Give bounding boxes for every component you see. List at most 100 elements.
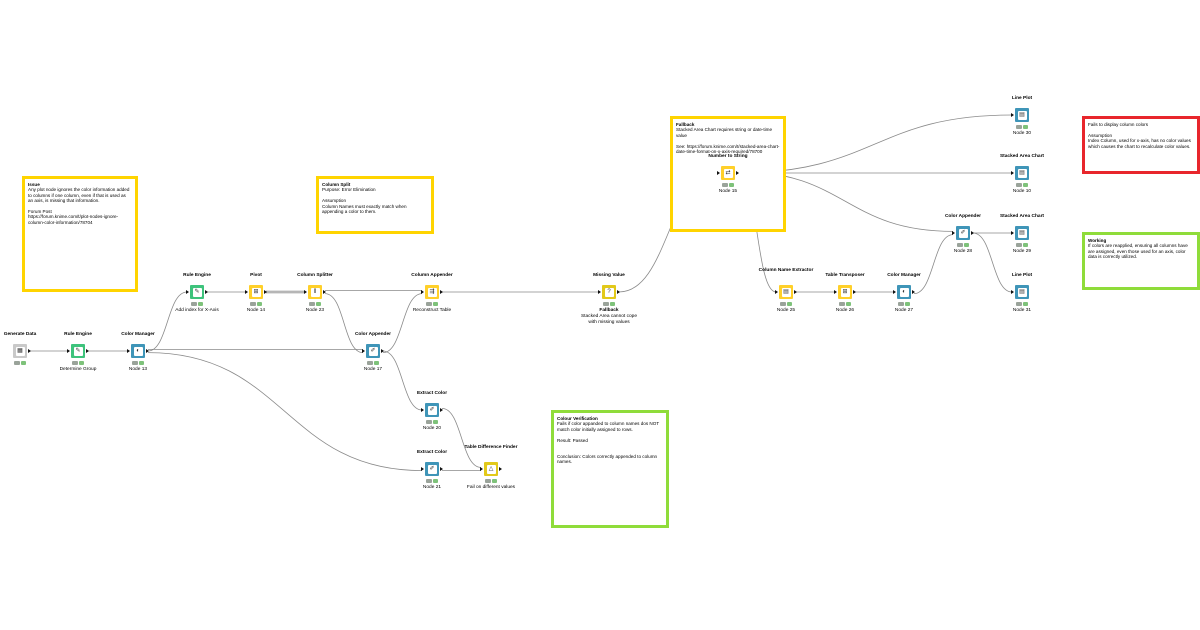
- input-port[interactable]: [67, 348, 70, 353]
- input-port[interactable]: [1011, 230, 1014, 235]
- connection-color-appender-28-to-line-plot-31[interactable]: [972, 232, 1013, 293]
- node-generate-data[interactable]: Generate Data▦: [0, 332, 50, 384]
- connection-color-manager-13-to-extract-color-21[interactable]: [147, 352, 423, 471]
- node-color-manager-27[interactable]: Color Manager◐Node 27: [874, 273, 934, 325]
- node-label: Node 29: [1012, 249, 1032, 254]
- node-status-traffic-light: [898, 302, 910, 306]
- extract-icon: ✐: [425, 462, 439, 476]
- connection-column-splitter-to-color-appender-17[interactable]: [324, 293, 364, 353]
- node-label: Reconstruct Table: [412, 308, 452, 313]
- chart-icon: ▤: [1015, 285, 1029, 299]
- annotation-fails[interactable]: Fails to display column colors Assumptio…: [1082, 116, 1200, 174]
- output-port[interactable]: [85, 348, 89, 353]
- input-port[interactable]: [952, 230, 955, 235]
- connection-color-manager-27-to-color-appender-28[interactable]: [913, 234, 954, 294]
- node-table-diff[interactable]: Table Difference Finder△Fail on differen…: [461, 445, 521, 502]
- node-status-traffic-light: [426, 479, 438, 483]
- output-port[interactable]: [793, 289, 797, 294]
- input-port[interactable]: [1011, 289, 1014, 294]
- input-port[interactable]: [245, 289, 248, 294]
- input-port[interactable]: [127, 348, 130, 353]
- node-column-splitter[interactable]: Column Splitter⫴Node 23: [285, 273, 345, 325]
- node-status-traffic-light: [367, 361, 379, 365]
- node-extract-color-20[interactable]: Extract Color✐Node 20: [402, 391, 462, 443]
- output-port[interactable]: [204, 289, 208, 294]
- input-port[interactable]: [1011, 170, 1014, 175]
- input-port[interactable]: [480, 466, 483, 471]
- chart-icon: ▤: [1015, 108, 1029, 122]
- output-port[interactable]: [735, 170, 739, 175]
- input-port[interactable]: [362, 348, 365, 353]
- output-port[interactable]: [439, 466, 443, 471]
- input-port[interactable]: [598, 289, 601, 294]
- input-port[interactable]: [421, 466, 424, 471]
- output-port[interactable]: [616, 289, 620, 294]
- output-port[interactable]: [439, 289, 443, 294]
- input-port[interactable]: [421, 407, 424, 412]
- output-port[interactable]: [263, 289, 267, 294]
- output-port[interactable]: [911, 289, 915, 294]
- output-port[interactable]: [498, 466, 502, 471]
- input-port[interactable]: [717, 170, 720, 175]
- connection-color-appender-17-to-column-appender-1[interactable]: [382, 293, 423, 353]
- node-column-name-extractor[interactable]: Column Name Extractor▤Node 25: [756, 268, 816, 325]
- input-port[interactable]: [834, 289, 837, 294]
- node-title: Number to String: [708, 154, 748, 159]
- input-port[interactable]: [304, 289, 307, 294]
- output-port[interactable]: [852, 289, 856, 294]
- node-stacked-area-29[interactable]: Stacked Area Chart▤Node 29: [992, 214, 1052, 266]
- annotation-text: Forum Post: [28, 209, 52, 215]
- question-icon: ?: [602, 285, 616, 299]
- input-port[interactable]: [775, 289, 778, 294]
- node-line-plot-30[interactable]: Line Plot▤Node 30: [992, 96, 1052, 148]
- annotation-text: Fails to display column colors: [1088, 122, 1148, 127]
- connection-extract-color-20-to-table-diff[interactable]: [441, 408, 482, 468]
- node-title: Color Manager: [887, 273, 921, 278]
- annotation-text: Assumption: [1088, 132, 1113, 138]
- node-color-appender-17[interactable]: Color Appender✐Node 17: [343, 332, 403, 384]
- node-label: Node 31: [1012, 308, 1032, 313]
- node-rule-engine-1[interactable]: Rule Engine✎Determine Group: [48, 332, 108, 384]
- annotation-title: Colour Verification: [557, 416, 598, 421]
- node-extract-color-21[interactable]: Extract Color✐Node 21: [402, 450, 462, 502]
- node-table-transposer[interactable]: Table Transposer⊞Node 26: [815, 273, 875, 325]
- input-port[interactable]: [421, 289, 424, 294]
- input-port[interactable]: [186, 289, 189, 294]
- output-port[interactable]: [439, 407, 443, 412]
- node-status-traffic-light: [1016, 183, 1028, 187]
- connection-color-appender-17-to-extract-color-20[interactable]: [382, 350, 423, 411]
- node-title: Missing Value: [593, 273, 625, 278]
- node-title: Color Manager: [121, 332, 155, 337]
- node-stacked-area-10[interactable]: Stacked Area Chart▤Node 10: [992, 154, 1052, 206]
- annotation-text: Index Column, used for x-axis, has no co…: [1088, 138, 1193, 149]
- node-label: Node 17: [363, 367, 383, 372]
- node-label: Add index for X-Axis: [175, 308, 219, 313]
- node-column-appender-1[interactable]: Column Appender⇶Reconstruct Table: [402, 273, 462, 325]
- output-port[interactable]: [970, 230, 974, 235]
- node-status-traffic-light: [780, 302, 792, 306]
- node-color-appender-28[interactable]: Color Appender✐Node 28: [933, 214, 993, 266]
- annotation-title: Column Split: [322, 182, 351, 187]
- input-port[interactable]: [1011, 112, 1014, 117]
- node-label: Node 28: [953, 249, 973, 254]
- node-number-to-string[interactable]: Number to String⇄Node 15: [698, 154, 758, 206]
- node-label: Fallback: [599, 308, 619, 313]
- output-port[interactable]: [145, 348, 149, 353]
- node-title: Color Appender: [944, 214, 982, 219]
- chart-icon: ▤: [1015, 166, 1029, 180]
- input-port[interactable]: [893, 289, 896, 294]
- node-status-traffic-light: [132, 361, 144, 365]
- node-rule-engine-2[interactable]: Rule Engine✎Add index for X-Axis: [167, 273, 227, 325]
- output-port[interactable]: [27, 348, 31, 353]
- node-pivot[interactable]: Pivot⊞Node 14: [226, 273, 286, 325]
- node-color-manager-13[interactable]: Color Manager◐Node 13: [108, 332, 168, 384]
- output-port[interactable]: [322, 289, 326, 294]
- output-port[interactable]: [380, 348, 384, 353]
- node-line-plot-31[interactable]: Line Plot▤Node 31: [992, 273, 1052, 325]
